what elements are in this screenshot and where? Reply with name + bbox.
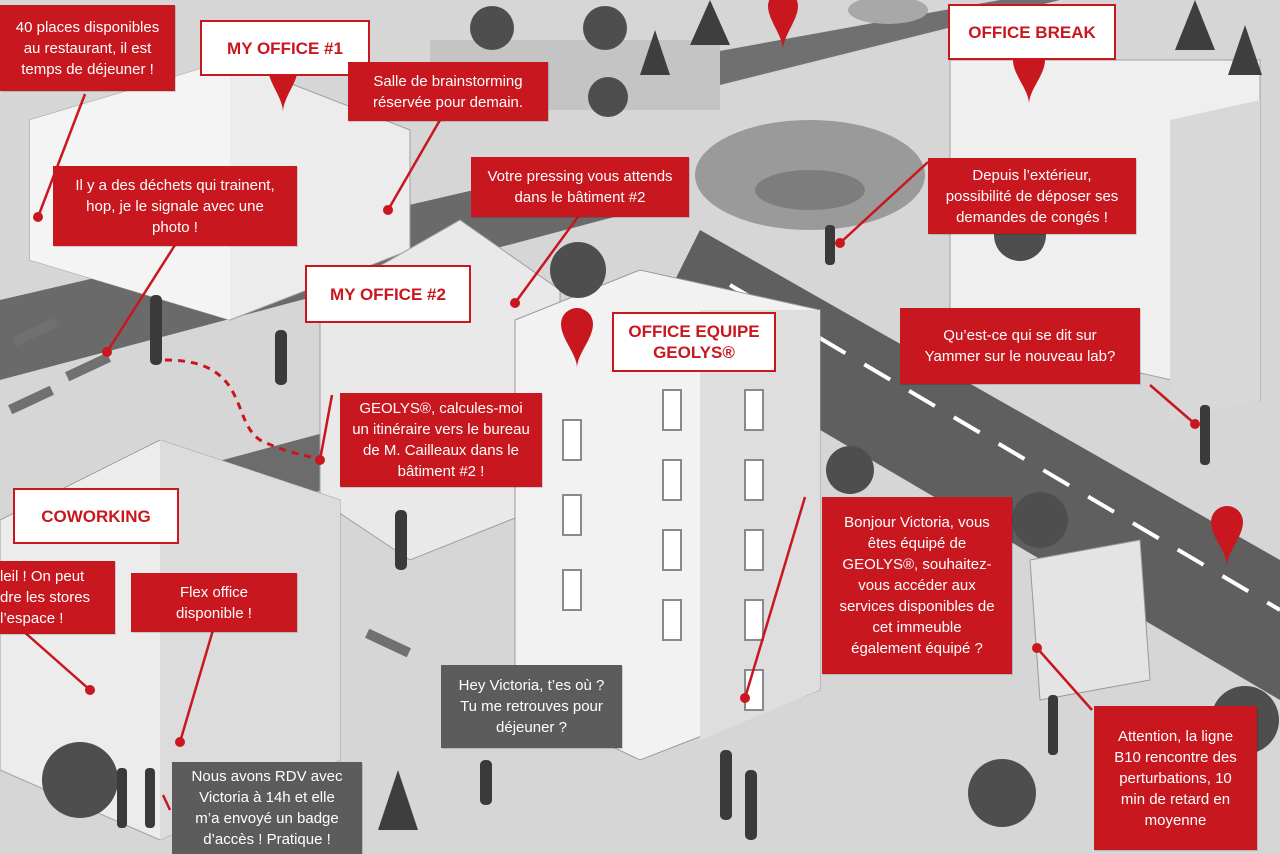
tree-icon [1012, 492, 1068, 548]
tree-icon [583, 6, 627, 50]
person-icon [150, 295, 162, 365]
parasol-icon [848, 0, 928, 24]
label-coworking: COWORKING [13, 488, 179, 544]
person-icon [745, 770, 757, 840]
tree-icon [588, 77, 628, 117]
tree-icon [826, 446, 874, 494]
tree-icon [1228, 25, 1262, 75]
bus-stop-icon [1029, 539, 1151, 701]
callout-itineraire: GEOLYS®, calcules-moi un itinéraire vers… [340, 393, 542, 487]
map-pin-icon [1211, 506, 1243, 566]
bench-icon [12, 317, 58, 347]
tree-icon [470, 6, 514, 50]
tree-icon [550, 242, 606, 298]
person-icon [395, 510, 407, 570]
map-pin-icon [561, 308, 593, 368]
bench-icon [365, 628, 411, 658]
tree-icon [690, 0, 730, 45]
bench-icon [65, 352, 111, 382]
callout-victoria-equipe: Bonjour Victoria, vous êtes équipé de GE… [822, 497, 1012, 674]
person-icon [1200, 405, 1210, 465]
label-my-office-1: MY OFFICE #1 [200, 20, 370, 76]
label-office-equipe-geolys: OFFICE EQUIPE GEOLYS® [612, 312, 776, 372]
person-icon [275, 330, 287, 385]
callout-dechets: Il y a des déchets qui trainent, hop, je… [53, 166, 297, 246]
route-path [164, 358, 321, 462]
bench-icon [8, 385, 54, 415]
tree-icon [640, 30, 670, 75]
callout-pressing: Votre pressing vous attends dans le bâti… [471, 157, 689, 217]
callout-brainstorming: Salle de brainstorming réservée pour dem… [348, 62, 548, 121]
callout-hey-victoria: Hey Victoria, t’es où ? Tu me retrouves … [441, 665, 622, 748]
parasol-icon [755, 170, 865, 210]
person-icon [1048, 695, 1058, 755]
callout-rdv-badge: Nous avons RDV avec Victoria à 14h et el… [172, 762, 362, 854]
tree-icon [968, 759, 1036, 827]
tree-icon [42, 742, 118, 818]
callout-b10-perturbations: Attention, la ligne B10 rencontre des pe… [1094, 706, 1257, 850]
person-icon [720, 750, 732, 820]
map-pin-icon [768, 0, 798, 50]
callout-yammer: Qu’est-ce qui se dit sur Yammer sur le n… [900, 308, 1140, 384]
tree-icon [378, 770, 418, 830]
person-icon [117, 768, 127, 828]
callout-soleil-stores: leil ! On peut dre les stores l’espace ! [0, 561, 115, 634]
label-office-break: OFFICE BREAK [948, 4, 1116, 60]
callout-conges: Depuis l’extérieur, possibilité de dépos… [928, 158, 1136, 234]
label-my-office-2: MY OFFICE #2 [305, 265, 471, 323]
callout-restaurant: 40 places disponibles au restaurant, il … [0, 5, 175, 91]
person-icon [480, 760, 492, 805]
person-icon [825, 225, 835, 265]
person-icon [145, 768, 155, 828]
callout-flex-office: Flex office disponible ! [131, 573, 297, 632]
tree-icon [1175, 0, 1215, 50]
